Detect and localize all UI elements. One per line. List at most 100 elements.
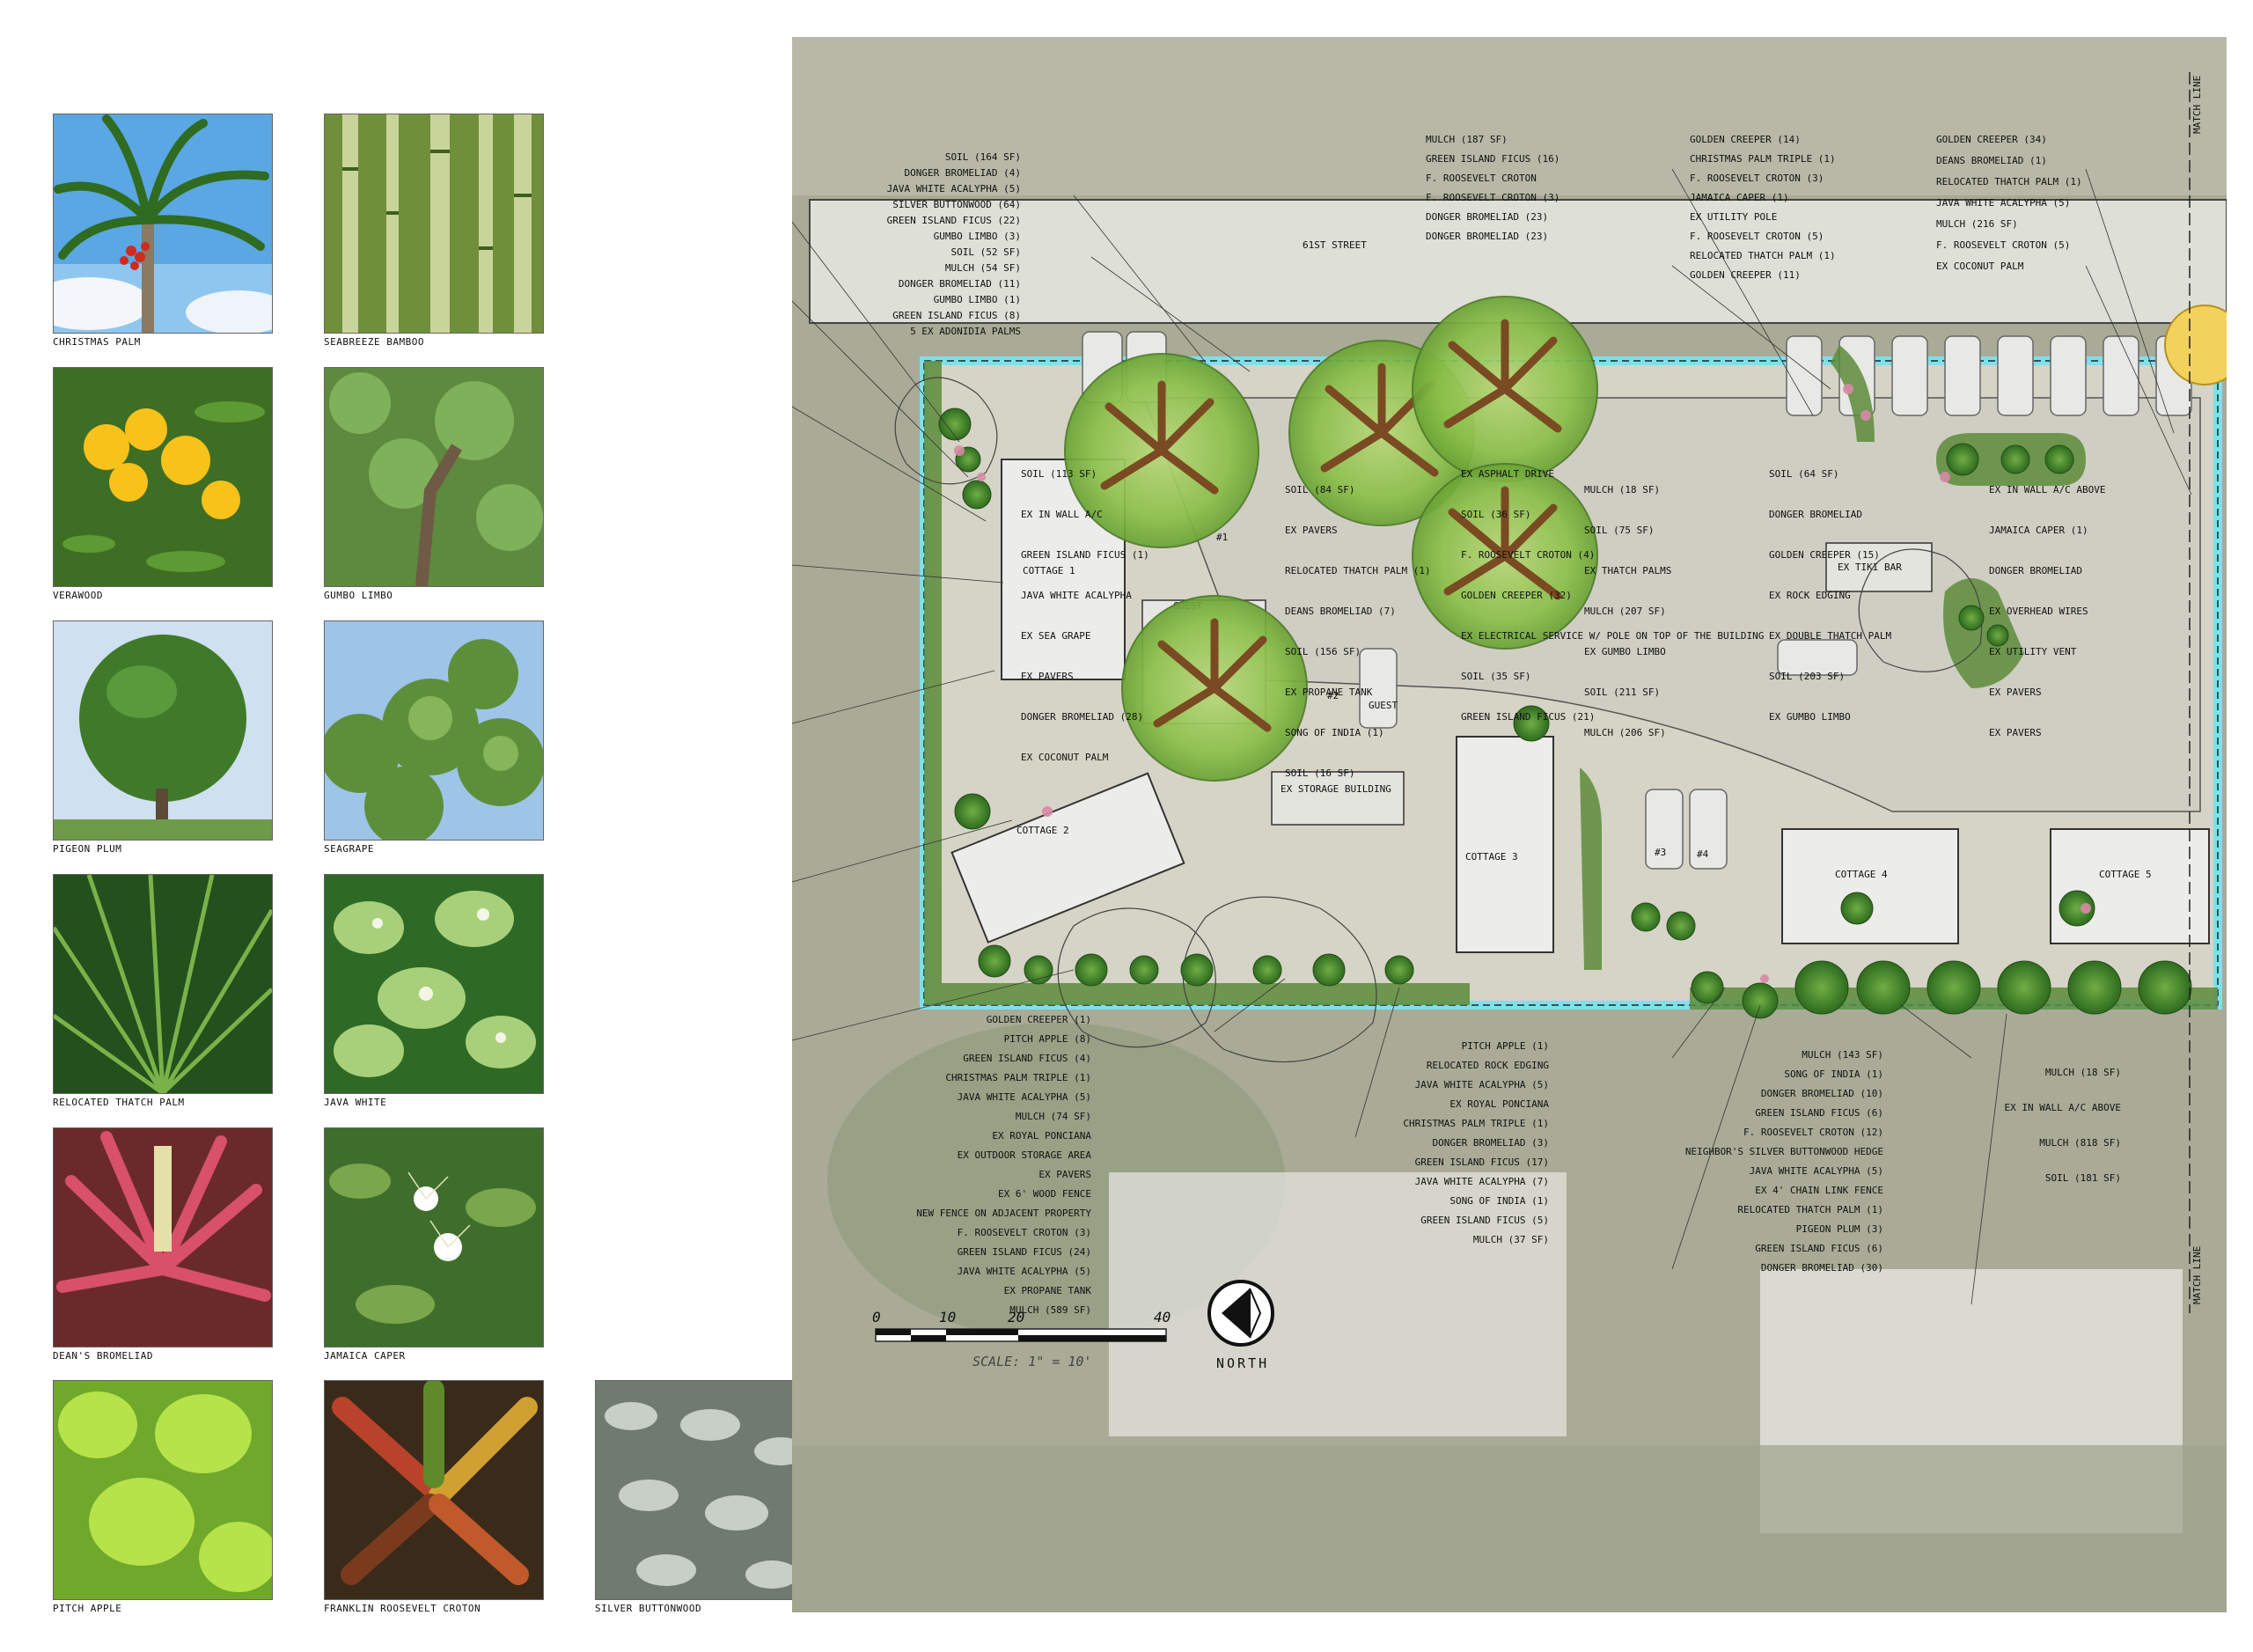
labels-bottom-item: Pitch Apple (8) [1004, 1033, 1091, 1045]
labels-top-item: Silver Buttonwood (64) [892, 199, 1021, 210]
labels-bottom-right-item: Pigeon Plum (3) [1796, 1223, 1883, 1235]
labels-interior-item: Ex Overhead Wires [1989, 606, 2088, 617]
caption-gumbo-limbo: Gumbo Limbo [324, 590, 393, 601]
labels-far-right-item: F. Roosevelt Croton (5) [1936, 239, 2070, 251]
labels-bottom-item: Green Island Ficus (4) [963, 1053, 1091, 1064]
cottage-3-label: Cottage 3 [1465, 851, 1518, 863]
labels-far-bottom-right-item: Soil (181 SF) [2045, 1172, 2121, 1184]
labels-bottom-mid-item: Green Island Ficus (5) [1420, 1215, 1549, 1226]
labels-far-right-item: Deans Bromeliad (1) [1936, 155, 2047, 166]
labels-interior-item: Ex In Wall A/C [1021, 509, 1103, 520]
labels-interior-item: Ex Pavers [1989, 686, 2042, 698]
labels-top-item: Java White Acalypha (5) [887, 183, 1021, 195]
labels-bottom-mid-item: Ex Royal Ponciana [1449, 1098, 1549, 1110]
labels-top-item: Green Island Ficus (8) [892, 310, 1021, 321]
labels-bottom-item: Ex 6' Wood Fence [998, 1188, 1091, 1200]
labels-interior: Soil (113 SF)Soil (84 SF)Ex Asphalt Driv… [1021, 468, 2105, 779]
labels-interior-item: Ex Pavers [1989, 727, 2042, 738]
labels-top-mid-item: Green Island Ficus (16) [1426, 153, 1559, 165]
labels-interior-item: Ex Gumbo Limbo [1584, 646, 1666, 657]
storage-building [1271, 771, 1405, 826]
labels-far-bottom-right-item: Mulch (818 SF) [2039, 1137, 2121, 1149]
labels-bottom-right-column: Mulch (143 SF)Song of India (1)Donger Br… [1685, 1049, 1883, 1274]
labels-interior-item: Ex In Wall A/C Above [1989, 484, 2105, 496]
labels-interior-item: Soil (16 SF) [1285, 767, 1354, 779]
cottage-3 [1456, 736, 1554, 953]
labels-bottom-item: Ex Outdoor Storage Area [958, 1149, 1092, 1161]
labels-top-right-item: F. Roosevelt Croton (3) [1690, 173, 1824, 184]
labels-bottom-mid-item: Relocated Rock Edging [1427, 1060, 1549, 1071]
photo-relocated-thatch-palm [53, 874, 273, 1094]
labels-bottom-column: Golden Creeper (1)Pitch Apple (8)Green I… [916, 1014, 1091, 1316]
shrubs [938, 407, 2192, 1019]
match-line-bottom: Match Line [2191, 1246, 2203, 1304]
parking-guest: Guest [1369, 700, 1398, 711]
labels-interior-item: Ex Coconut Palm [1021, 752, 1109, 763]
labels-interior-item: Ex Utility Vent [1989, 646, 2077, 657]
cottage-4-label: Cottage 4 [1835, 869, 1888, 880]
labels-top-mid-column: Mulch (187 SF)Green Island Ficus (16)F. … [1426, 134, 1559, 242]
photo-jamaica-caper [324, 1127, 544, 1347]
caption-pitch-apple: Pitch Apple [53, 1603, 122, 1614]
labels-interior-item: Donger Bromeliad [1769, 509, 1862, 520]
labels-interior-item: Ex Double Thatch Palm [1769, 630, 1891, 642]
labels-interior-item: Soil (113 SF) [1021, 468, 1097, 480]
labels-interior-item: Ex Pavers [1285, 525, 1338, 536]
labels-bottom-mid-item: Pitch Apple (1) [1462, 1040, 1549, 1052]
labels-interior-item: Ex Thatch Palms [1584, 565, 1671, 576]
labels-far-right-item: Mulch (216 SF) [1936, 218, 2018, 230]
labels-far-bottom-right-column: Mulch (18 SF)Ex In Wall A/C AboveMulch (… [2005, 1067, 2121, 1184]
cottage-1-label: Cottage 1 [1023, 565, 1075, 576]
caption-verawood: Verawood [53, 590, 103, 601]
labels-far-right-item: Golden Creeper (34) [1936, 134, 2047, 145]
labels-top-column: Soil (164 SF) Donger Bromeliad (4) Java Wh… [887, 151, 1021, 337]
caption-silver-buttonwood: Silver Buttonwood [595, 1603, 702, 1614]
scale-text: SCALE: 1" = 10' [972, 1354, 1091, 1369]
labels-bottom-item: Ex Propane Tank [1004, 1285, 1092, 1296]
photo-verawood [53, 367, 273, 587]
scale-tick-20: 20 [1008, 1309, 1024, 1325]
north-arrow-icon: NORTH [1207, 1280, 1274, 1371]
photo-pigeon-plum [53, 620, 273, 841]
photo-pitch-apple [53, 1380, 273, 1600]
labels-interior-item: Green Island Ficus (1) [1021, 549, 1149, 561]
labels-top-right-item: Christmas Palm Triple (1) [1690, 153, 1836, 165]
labels-interior-item: Soil (36 SF) [1461, 509, 1530, 520]
labels-interior-item: Soil (211 SF) [1584, 686, 1660, 698]
labels-interior-item: Ex Gumbo Limbo [1769, 711, 1851, 723]
labels-bottom-right-item: Ex 4' Chain Link Fence [1755, 1185, 1883, 1196]
scale-bar: 0 10 20 40 SCALE: 1" = 10' [872, 1309, 1171, 1369]
labels-top-right-item: Jamaica Caper (1) [1690, 192, 1789, 203]
caption-christmas-palm: Christmas Palm [53, 336, 141, 348]
labels-interior-item: Mulch (207 SF) [1584, 606, 1666, 617]
labels-top-right-item: F. Roosevelt Croton (5) [1690, 231, 1824, 242]
caption-seagrape: Seagrape [324, 843, 374, 855]
labels-far-right-column: Golden Creeper (34)Deans Bromeliad (1)Re… [1936, 134, 2082, 272]
labels-far-right-item: Ex Coconut Palm [1936, 261, 2024, 272]
labels-bottom-right-item: Mulch (143 SF) [1802, 1049, 1883, 1061]
labels-interior-item: Ex Electrical Service w/ Pole on Top of … [1461, 630, 1764, 642]
caption-deans-bromeliad: Dean's Bromeliad [53, 1350, 153, 1362]
street-label: 61st Street [1303, 239, 1367, 251]
labels-interior-item: Deans Bromeliad (7) [1285, 606, 1396, 617]
labels-top-item: Donger Bromeliad (4) [905, 167, 1021, 179]
labels-top-item: Donger Bromeliad (11) [899, 278, 1021, 290]
labels-bottom-item: F. Roosevelt Croton (3) [958, 1227, 1091, 1238]
labels-top-item: Green Island Ficus (22) [887, 215, 1021, 226]
site-plan: 61st Street Cottage 1 Cottage 2 Cottage … [792, 37, 2227, 1612]
north-label: NORTH [1216, 1355, 1269, 1371]
photo-seagrape [324, 620, 544, 841]
parking-4: #4 [1697, 848, 1709, 860]
tiki-bar [1825, 542, 1933, 592]
labels-bottom-mid-item: Java White Acalypha (7) [1415, 1176, 1549, 1187]
labels-interior-item: Ex Asphalt Drive [1461, 468, 1554, 480]
cottage-4 [1781, 828, 1959, 944]
labels-top-right-item: Ex Utility Pole [1690, 211, 1777, 223]
labels-bottom-item: Ex Pavers [1038, 1169, 1091, 1180]
labels-interior-item: Jamaica Caper (1) [1989, 525, 2088, 536]
labels-interior-item: Soil (203 SF) [1769, 671, 1845, 682]
labels-interior-item: Golden Creeper (15) [1769, 549, 1880, 561]
labels-top-item: Soil (164 SF) [945, 151, 1021, 163]
tree-canopies [1064, 296, 2227, 782]
labels-bottom-item: Christmas Palm Triple (1) [945, 1072, 1091, 1083]
